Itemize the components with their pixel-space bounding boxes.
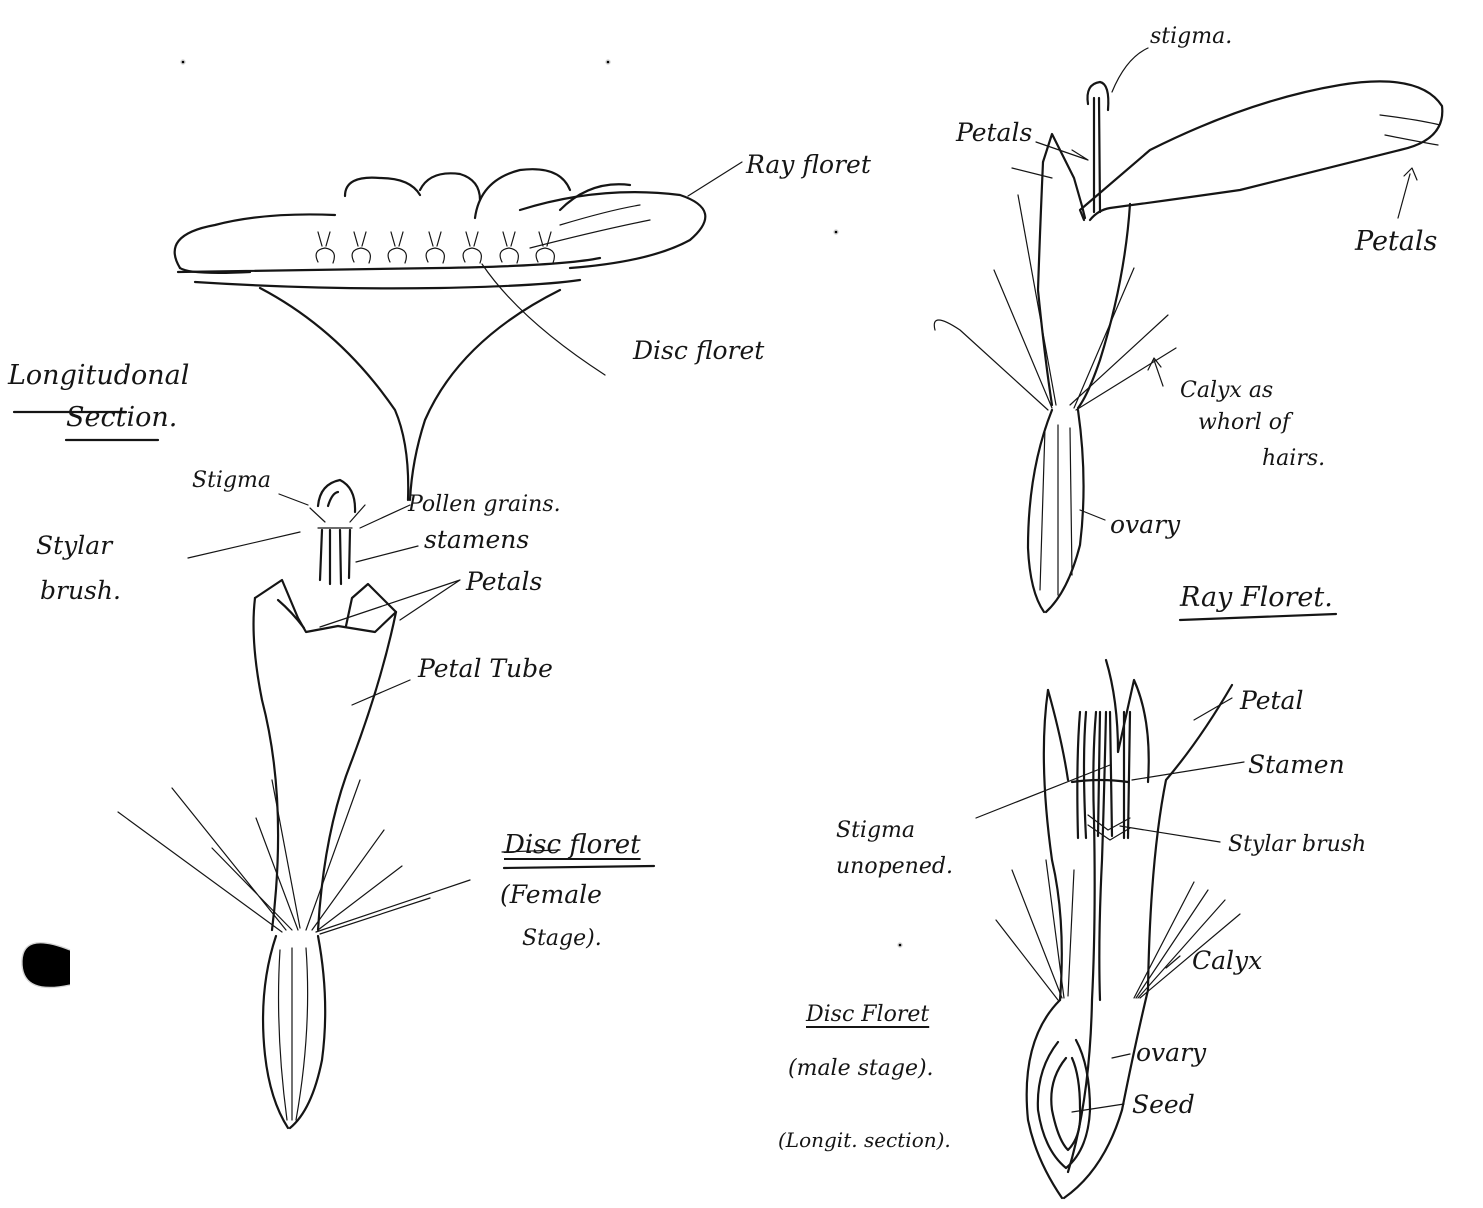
label-stigma-unopened-line2: unopened. — [836, 856, 953, 878]
label-stylar-brush-female-line1: Stylar — [36, 533, 112, 558]
label-section: Section. — [66, 404, 177, 431]
label-ovary-male: ovary — [1136, 1040, 1206, 1065]
label-calyx-hairs-line1: Calyx as — [1180, 380, 1273, 402]
disc-floret-male-drawing — [996, 660, 1240, 1198]
label-female-stage-line2: Stage). — [522, 928, 602, 950]
label-ray-floret-title: Ray Floret. — [1180, 584, 1333, 611]
label-stamens: stamens — [424, 527, 529, 552]
flower-head-section — [175, 169, 706, 500]
ray-floret-petals-drawing — [175, 169, 706, 273]
label-ray-floret-top: Ray floret — [746, 152, 871, 177]
receptacle-drawing — [178, 258, 600, 500]
label-female-stage-line1: (Female — [500, 882, 602, 907]
label-longitudinal: Longitudonal — [8, 362, 189, 389]
background-ghost-marks — [22, 60, 902, 988]
label-calyx-male: Calyx — [1192, 948, 1262, 973]
label-disc-floret-female-title: Disc floret — [504, 832, 641, 858]
label-petal-male: Petal — [1240, 688, 1303, 713]
leader-lines-ray-floret — [1012, 48, 1417, 520]
label-stamen-male: Stamen — [1248, 752, 1345, 777]
label-stylar-brush-male: Stylar brush — [1228, 834, 1366, 856]
disc-floret-female-drawing — [118, 480, 470, 1128]
label-calyx-hairs-line3: hairs. — [1262, 448, 1325, 470]
label-disc-floret-male-title: Disc Floret — [806, 1004, 929, 1026]
label-petals-ray-right: Petals — [1355, 228, 1437, 255]
label-petal-tube: Petal Tube — [418, 656, 553, 681]
label-stylar-brush-female-line2: brush. — [40, 578, 121, 603]
label-petals-ray-left: Petals — [956, 120, 1032, 145]
label-petals-female: Petals — [466, 569, 542, 594]
ray-floret-drawing — [934, 81, 1442, 612]
label-pollen-grains: Pollen grains. — [408, 494, 561, 516]
label-seed: Seed — [1132, 1092, 1195, 1117]
label-stigma-unopened-line1: Stigma — [836, 820, 915, 842]
label-longit-section: (Longit. section). — [778, 1130, 951, 1150]
disc-florets-row-drawing — [316, 232, 554, 263]
label-disc-floret-top: Disc floret — [633, 338, 764, 363]
label-stigma-female: Stigma — [192, 470, 271, 492]
label-ovary-ray: ovary — [1110, 512, 1180, 537]
label-calyx-hairs-line2: whorl of — [1198, 412, 1290, 434]
label-stigma-ray: stigma. — [1150, 26, 1232, 48]
label-male-stage: (male stage). — [788, 1058, 934, 1080]
